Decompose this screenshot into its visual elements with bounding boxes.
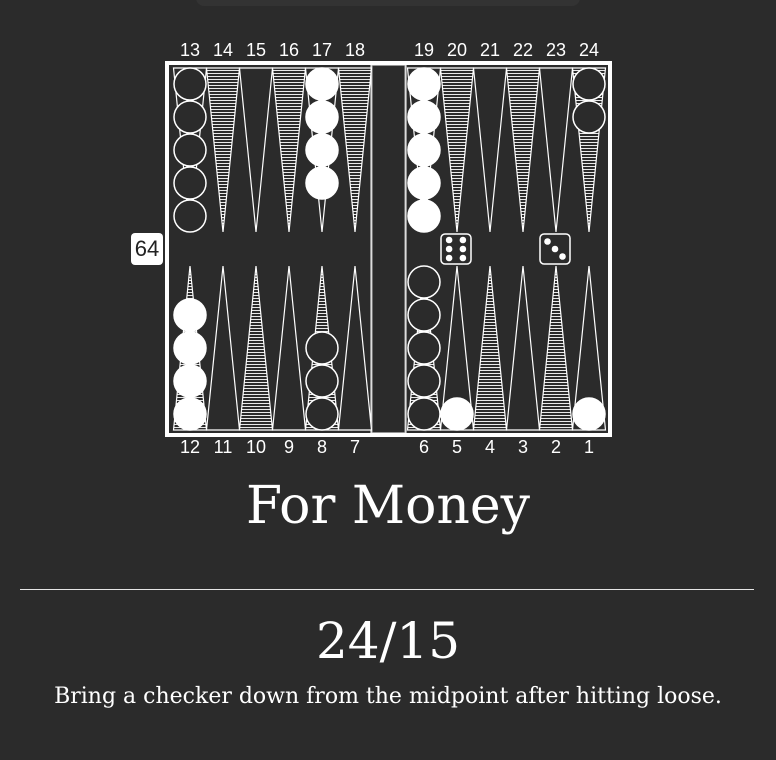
white-checker: [305, 133, 339, 167]
point-3: [505, 265, 541, 431]
white-checker: [407, 166, 441, 200]
black-checker: [305, 397, 339, 431]
white-checker: [407, 133, 441, 167]
white-checker: [407, 199, 441, 233]
black-checker: [407, 397, 441, 431]
white-checker: [572, 397, 606, 431]
point-number: 7: [349, 437, 360, 457]
point-number: 15: [245, 40, 267, 60]
point-number: 4: [484, 437, 495, 457]
white-checker: [305, 166, 339, 200]
black-checker: [407, 364, 441, 398]
point-number: 6: [418, 437, 429, 457]
black-checker: [173, 199, 207, 233]
white-checker: [305, 100, 339, 134]
point-2: [538, 265, 574, 431]
black-checker: [572, 100, 606, 134]
black-checker: [173, 166, 207, 200]
point-number: 18: [344, 40, 366, 60]
doubling-cube[interactable]: 64: [131, 233, 163, 265]
white-checker: [305, 67, 339, 101]
point-number: 16: [278, 40, 300, 60]
point-18: [337, 67, 373, 233]
point-number: 23: [545, 40, 567, 60]
point-16: [271, 67, 307, 233]
white-checker: [173, 397, 207, 431]
point-number: 3: [517, 437, 528, 457]
board-bar: [370, 64, 407, 434]
point-23: [538, 67, 574, 233]
point-number: 8: [316, 437, 327, 457]
die-pip: [459, 236, 467, 244]
point-10: [238, 265, 274, 431]
point-number: 5: [451, 437, 462, 457]
die-pip: [459, 254, 467, 262]
black-checker: [407, 265, 441, 299]
white-checker: [440, 397, 474, 431]
point-number: 12: [179, 437, 201, 457]
best-move: 24/15: [315, 612, 461, 670]
point-15: [238, 67, 274, 233]
white-checker: [173, 331, 207, 365]
backgammon-board: [165, 61, 612, 437]
point-number: 19: [413, 40, 435, 60]
point-number: 2: [550, 437, 561, 457]
point-number: 21: [479, 40, 501, 60]
die-pip: [445, 254, 453, 262]
white-checker: [173, 364, 207, 398]
die-pip: [445, 245, 453, 253]
board-frame: [165, 61, 612, 437]
page-title: For Money: [245, 476, 531, 536]
top-tab: [196, 0, 580, 6]
point-number: 14: [212, 40, 234, 60]
point-number: 1: [583, 437, 594, 457]
white-checker: [173, 298, 207, 332]
die-pip: [559, 253, 566, 260]
point-number: 17: [311, 40, 333, 60]
point-4: [472, 265, 508, 431]
point-22: [505, 67, 541, 233]
point-number: 9: [283, 437, 294, 457]
die-pip: [544, 238, 551, 245]
point-11: [205, 265, 241, 431]
die-pip: [445, 236, 453, 244]
point-9: [271, 265, 307, 431]
point-number: 20: [446, 40, 468, 60]
black-checker: [173, 133, 207, 167]
die-1: [440, 233, 472, 265]
point-number: 22: [512, 40, 534, 60]
black-checker: [407, 331, 441, 365]
move-explanation: Bring a checker down from the midpoint a…: [54, 684, 722, 709]
point-number: 13: [179, 40, 201, 60]
point-21: [472, 67, 508, 233]
white-checker: [407, 100, 441, 134]
black-checker: [173, 100, 207, 134]
point-number: 11: [213, 437, 233, 457]
black-checker: [305, 331, 339, 365]
black-checker: [407, 298, 441, 332]
point-number: 10: [245, 437, 267, 457]
black-checker: [572, 67, 606, 101]
die-pip: [551, 245, 559, 253]
die-pip: [459, 245, 467, 253]
divider: [20, 589, 754, 590]
point-20: [439, 67, 475, 233]
point-7: [337, 265, 373, 431]
black-checker: [305, 364, 339, 398]
point-number: 24: [578, 40, 600, 60]
white-checker: [407, 67, 441, 101]
point-14: [205, 67, 241, 233]
black-checker: [173, 67, 207, 101]
